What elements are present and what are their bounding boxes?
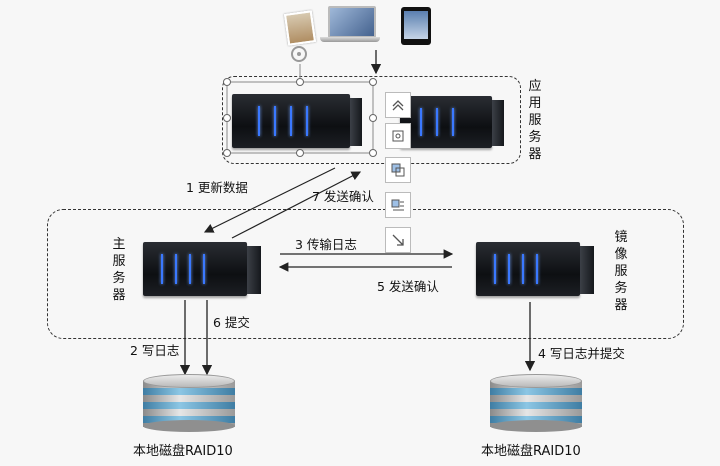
step4-label: 4 写日志并提交: [538, 346, 625, 361]
step7-arrow: [231, 171, 362, 239]
bring-forward-icon[interactable]: [385, 157, 411, 183]
wrap-text-icon[interactable]: [385, 192, 411, 218]
resize-handle[interactable]: [223, 78, 231, 86]
mirror-server-label: 镜像 服务 器: [614, 230, 628, 313]
laptop-icon: [320, 6, 380, 46]
app-server-image-copy: [400, 96, 504, 148]
primary-server-label: 主服 务器: [112, 237, 126, 303]
step3-label: 3 传输日志: [295, 237, 357, 252]
right-disk-label: 本地磁盘RAID10: [481, 444, 581, 459]
left-disk-label: 本地磁盘RAID10: [133, 444, 233, 459]
right-disk-icon: [490, 374, 582, 432]
step7-label: 7 发送确认: [312, 189, 374, 204]
left-disk-icon: [143, 374, 235, 432]
primary-server-image: [143, 242, 261, 296]
resize-handle[interactable]: [296, 149, 304, 157]
step6-label: 6 提交: [213, 315, 250, 330]
resize-handle[interactable]: [223, 149, 231, 157]
app-server-label: 应用 服务 器: [528, 79, 542, 162]
resize-handle[interactable]: [296, 78, 304, 86]
app-server-image[interactable]: [232, 94, 362, 148]
step1-arrow: [203, 167, 336, 233]
cluster-group: [47, 209, 684, 339]
resize-icon[interactable]: [385, 227, 411, 253]
resize-handle[interactable]: [223, 114, 231, 122]
center-align-icon[interactable]: [385, 123, 411, 149]
step2-label: 2 写日志: [130, 343, 180, 358]
resize-handle[interactable]: [369, 149, 377, 157]
resize-handle[interactable]: [369, 78, 377, 86]
step5-label: 5 发送确认: [377, 279, 439, 294]
mirror-server-image: [476, 242, 594, 296]
rotate-handle-icon[interactable]: [291, 46, 307, 62]
app-server-group: [222, 76, 521, 164]
tablet-icon: [401, 7, 431, 45]
resize-handle[interactable]: [369, 114, 377, 122]
step1-label: 1 更新数据: [186, 180, 248, 195]
chevrons-up-icon[interactable]: [385, 92, 411, 118]
